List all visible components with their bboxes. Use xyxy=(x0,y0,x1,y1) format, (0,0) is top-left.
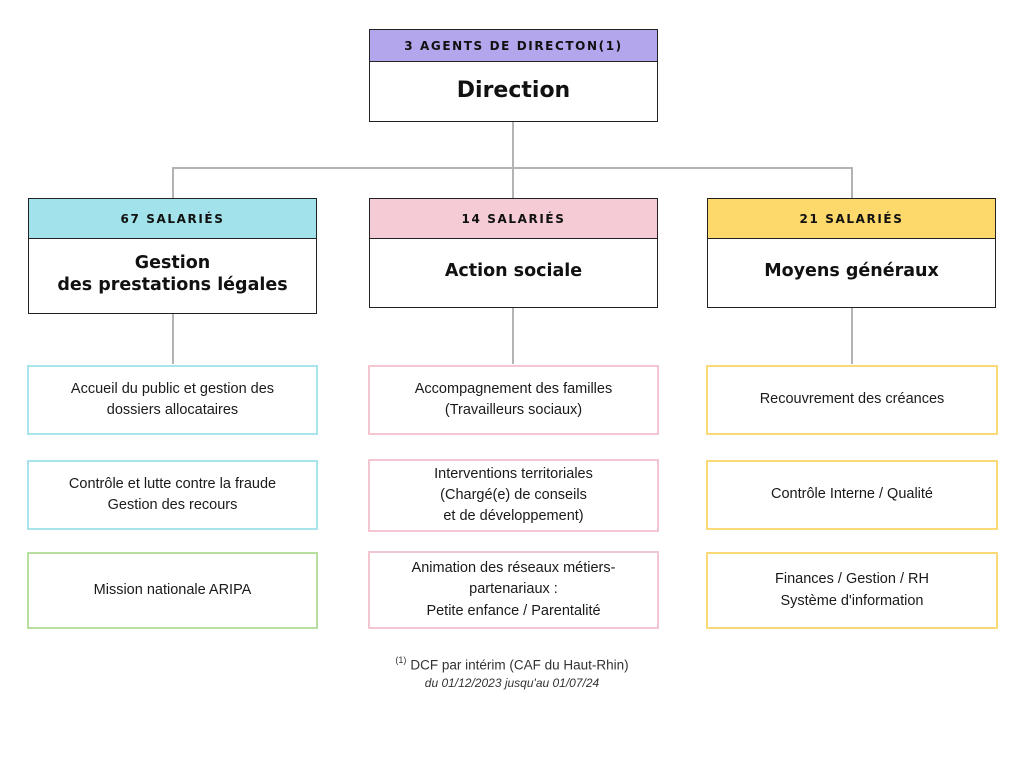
branch-title-action-sociale: Action sociale xyxy=(444,261,583,282)
connector-right-down xyxy=(851,167,853,198)
branch-box-moyens-generaux: 21 SALARIÉS Moyens généraux xyxy=(707,198,996,308)
card-finances-gestion-text: Finances / Gestion / RH Système d'inform… xyxy=(775,571,929,609)
card-animation-reseaux-text: Animation des réseaux métiers- partenari… xyxy=(411,560,616,619)
card-controle-interne: Contrôle Interne / Qualité xyxy=(706,460,998,530)
card-accueil-public-text: Accueil du public et gestion des dossier… xyxy=(70,380,275,418)
branch-box-prestations: 67 SALARIÉS Gestion des prestations léga… xyxy=(28,198,317,314)
card-accompagnement-familles: Accompagnement des familles (Travailleur… xyxy=(368,365,659,435)
footnote-text-1: DCF par intérim (CAF du Haut-Rhin) xyxy=(410,657,629,673)
branch-box-action-sociale: 14 SALARIÉS Action sociale xyxy=(369,198,658,308)
card-controle-interne-text: Contrôle Interne / Qualité xyxy=(770,486,933,503)
card-animation-reseaux: Animation des réseaux métiers- partenari… xyxy=(368,551,659,629)
footnote-mark: (1) xyxy=(395,655,407,665)
footnote-text-2: du 01/12/2023 jusqu'au 01/07/24 xyxy=(424,676,600,690)
connector-left-to-cards xyxy=(172,313,174,364)
card-interventions-territoriales: Interventions territoriales (Chargé(e) d… xyxy=(368,459,659,532)
card-recouvrement-creances: Recouvrement des créances xyxy=(706,365,998,435)
connector-direction-down xyxy=(512,121,514,168)
card-recouvrement-creances-text: Recouvrement des créances xyxy=(759,391,945,408)
footnote-line-2: du 01/12/2023 jusqu'au 01/07/24 xyxy=(312,676,712,690)
connector-left-down xyxy=(172,167,174,198)
card-controle-fraude: Contrôle et lutte contre la fraude Gesti… xyxy=(27,460,318,530)
card-accompagnement-familles-text: Accompagnement des familles (Travailleur… xyxy=(414,380,613,418)
direction-title: Direction xyxy=(456,77,571,103)
branch-band-moyens-generaux: 21 SALARIÉS xyxy=(708,199,995,239)
card-interventions-territoriales-text: Interventions territoriales (Chargé(e) d… xyxy=(434,465,593,524)
card-controle-fraude-text: Contrôle et lutte contre la fraude Gesti… xyxy=(68,475,277,513)
connector-center-to-cards xyxy=(512,307,514,364)
card-mission-aripa: Mission nationale ARIPA xyxy=(27,552,318,629)
branch-title-prestations: Gestion des prestations légales xyxy=(57,253,288,295)
card-finances-gestion: Finances / Gestion / RH Système d'inform… xyxy=(706,552,998,629)
branch-title-moyens-generaux: Moyens généraux xyxy=(764,261,939,282)
branch-band-action-sociale: 14 SALARIÉS xyxy=(370,199,657,239)
connector-right-to-cards xyxy=(851,307,853,364)
footnote-line-1: (1)DCF par intérim (CAF du Haut-Rhin) xyxy=(312,655,712,673)
card-mission-aripa-text: Mission nationale ARIPA xyxy=(93,581,252,598)
direction-band: 3 AGENTS DE DIRECTON(1) xyxy=(370,30,657,62)
branch-band-prestations: 67 SALARIÉS xyxy=(29,199,316,239)
card-accueil-public: Accueil du public et gestion des dossier… xyxy=(27,365,318,435)
direction-box: 3 AGENTS DE DIRECTON(1) Direction xyxy=(369,29,658,122)
connector-center-down xyxy=(512,167,514,198)
